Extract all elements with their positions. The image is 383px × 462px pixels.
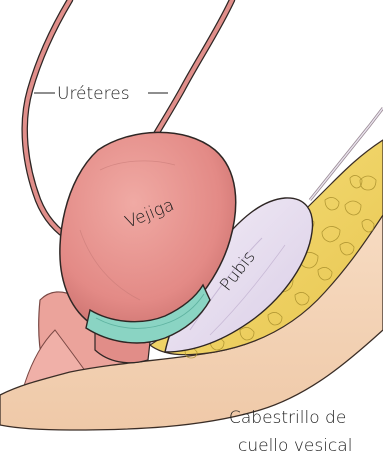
sling-label-line1: Cabestrillo de [229, 408, 346, 428]
ureters-label: Uréteres [57, 84, 130, 104]
sling-label-line2: cuello vesical [238, 436, 352, 456]
left-ureter [25, 0, 72, 240]
